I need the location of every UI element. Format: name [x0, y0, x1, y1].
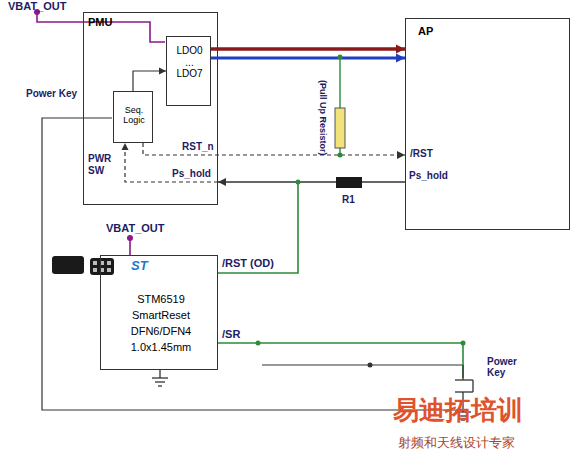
signal-label: VBAT_OUT — [8, 0, 66, 12]
signal-label: Power Key — [26, 88, 106, 99]
resistor-symbol — [336, 177, 362, 188]
node-text: STM6519 SmartReset DFN6/DFN4 1.0x1.45mm — [121, 292, 201, 356]
signal-label: (Pull Up Resistor) — [317, 80, 327, 156]
signal-connector — [211, 45, 405, 63]
power-key-wire — [262, 364, 463, 365]
signal-label: Ps_hold — [172, 168, 211, 179]
node-text: Seq. Logic — [116, 105, 152, 126]
signal-label: R1 — [342, 194, 355, 205]
node-text: LDO0 ... LDO7 — [174, 45, 205, 80]
package-illustration — [90, 258, 114, 275]
arrow-head — [397, 151, 405, 159]
node-text: AP — [418, 25, 478, 38]
junction-dot — [338, 153, 343, 158]
signal-label: /RST (OD) — [222, 257, 274, 269]
power-key-wire — [42, 118, 463, 410]
node-box: AP — [405, 18, 570, 230]
signal-label: VBAT_OUT — [106, 222, 164, 234]
node-box: STM6519 SmartReset DFN6/DFN4 1.0x1.45mm — [100, 255, 218, 370]
arrow-head — [396, 54, 405, 63]
connector-line — [218, 181, 405, 182]
junction-dot — [461, 341, 466, 346]
signal-label: 易迪拓培训 — [393, 396, 577, 425]
reset-wire — [218, 182, 298, 273]
connector-line — [211, 47, 405, 51]
connector-line — [211, 57, 405, 60]
arrow-head — [159, 68, 166, 75]
arrow-head — [218, 178, 226, 186]
node-text: PMU — [88, 16, 148, 29]
node-box: Seq. Logic — [113, 91, 153, 143]
arrow-head — [122, 143, 129, 150]
supply-dot — [127, 235, 133, 241]
resistor-symbol — [335, 108, 345, 148]
signal-connector — [122, 143, 406, 186]
junction-dot — [338, 55, 343, 60]
signal-label: ST — [131, 259, 148, 273]
junction-dot — [296, 180, 301, 185]
connector-line — [133, 71, 166, 91]
arrow-head — [396, 45, 405, 54]
package-pads — [93, 261, 111, 272]
signal-label: /RST — [410, 148, 433, 159]
signal-label: /SR — [222, 328, 240, 340]
signal-connector — [133, 68, 166, 92]
package-illustration — [52, 256, 84, 274]
sr-wire — [218, 343, 463, 378]
node-text: PWR SW — [88, 153, 122, 176]
signal-label: Power Key — [487, 356, 527, 378]
supply-wire — [37, 12, 165, 42]
ground-symbol — [152, 370, 168, 386]
junction-dot — [256, 341, 261, 346]
signal-label: RST_n — [182, 141, 214, 152]
signal-label: Ps_hold — [409, 170, 448, 181]
node-box: LDO0 ... LDO7 — [166, 36, 211, 106]
signal-label: 射频和天线设计专家 — [398, 436, 577, 450]
junction-dot — [368, 363, 373, 368]
